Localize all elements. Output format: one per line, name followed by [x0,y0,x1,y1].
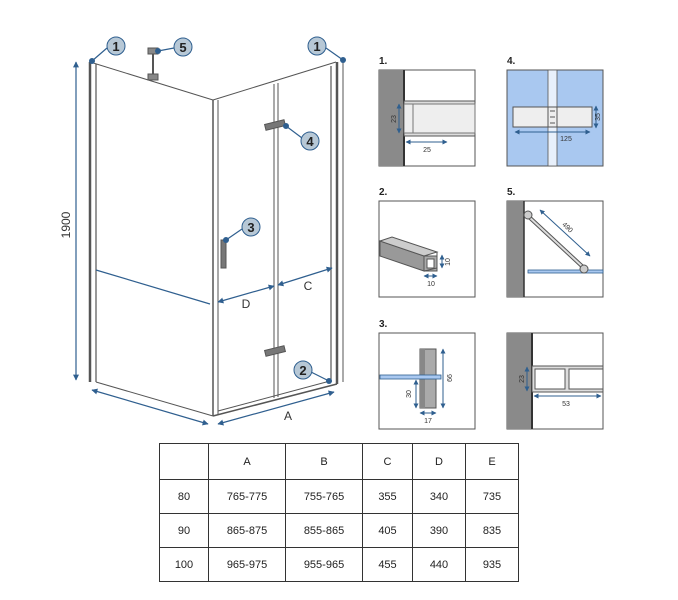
table-header-cell: B [285,443,363,480]
svg-text:23: 23 [519,375,526,383]
table-cell: 935 [465,547,519,582]
table-cell: 835 [465,513,519,548]
width-a-dimension: A [91,388,335,426]
svg-text:1: 1 [112,39,119,54]
svg-text:3.: 3. [379,319,388,330]
table-row: 100 965-975 955-965 455 440 935 [159,547,519,582]
table-cell: 955-965 [285,547,363,582]
height-label: 1900 [59,211,73,238]
table-cell: 865-875 [208,513,286,548]
table-row: 80 765-775 755-765 355 340 735 [159,479,519,514]
callout-2: 2 [293,360,332,384]
svg-text:10: 10 [445,258,452,266]
width-label-c: C [304,279,313,293]
callout-1-right: 1 [307,36,346,63]
table-cell: 90 [159,513,209,548]
table-header-row: A B C D E [159,443,519,480]
table-header-cell: D [412,443,466,480]
svg-text:35: 35 [595,113,602,121]
table-cell: 755-765 [285,479,363,514]
table-cell: 735 [465,479,519,514]
table-cell: 355 [362,479,413,514]
glass-reflection-left [95,269,211,305]
svg-text:25: 25 [423,147,431,154]
svg-text:5.: 5. [507,187,516,198]
width-label-a: A [284,409,292,423]
svg-text:10: 10 [427,281,435,288]
svg-text:2: 2 [299,363,306,378]
detail-panel-1: 1. 23 25 [378,56,476,167]
table-header-cell: E [465,443,519,480]
detail-panel-5: 5. 490 [506,187,604,298]
table-header-cell: C [362,443,413,480]
svg-text:66: 66 [447,374,454,382]
svg-text:1.: 1. [379,56,388,67]
detail-panel-4: 4. 35 125 [506,56,604,167]
bottom-threshold [212,383,338,417]
detail-panel-3: 3. 66 30 17 [378,319,476,430]
table-cell: 340 [412,479,466,514]
detail-panel-6: 23 53 [506,332,604,430]
table-cell: 440 [412,547,466,582]
svg-text:30: 30 [406,390,413,398]
dimensions-table: A B C D E 80 765-775 755-765 355 340 735… [159,443,519,582]
svg-text:53: 53 [562,401,570,408]
svg-text:4.: 4. [507,56,516,67]
table-header-cell [159,443,209,480]
bottom-left-edge [95,381,214,417]
svg-text:1: 1 [313,39,320,54]
callouts: 1 1 2 3 4 5 [89,36,346,384]
table-cell: 100 [159,547,209,582]
table-row: 90 865-875 855-865 405 390 835 [159,513,519,548]
svg-text:125: 125 [560,136,572,143]
table-cell: 855-865 [285,513,363,548]
callout-5: 5 [155,37,193,57]
svg-text:23: 23 [391,115,398,123]
svg-text:3: 3 [247,220,254,235]
svg-text:5: 5 [179,40,186,55]
callout-1-left: 1 [89,36,126,64]
table-cell: 405 [362,513,413,548]
shower-diagram: 1900 A D C 1 1 2 [59,36,604,430]
table-cell: 390 [412,513,466,548]
stabilizer-clamp [147,73,159,81]
detail-panel-2: 2. 10 10 [378,187,476,298]
table-cell: 455 [362,547,413,582]
table-cell: 765-775 [208,479,286,514]
svg-text:4: 4 [306,134,314,149]
table-cell: 965-975 [208,547,286,582]
upper-hinge [263,119,287,131]
top-right-edge [212,61,337,101]
top-left-edge [89,61,214,101]
svg-text:17: 17 [424,418,432,425]
table-header-cell: A [208,443,286,480]
lower-hinge [263,345,287,357]
svg-text:2.: 2. [379,187,388,198]
table-cell: 80 [159,479,209,514]
door-handle [220,239,227,269]
height-dimension: 1900 [59,61,79,381]
callout-4: 4 [283,123,320,151]
width-label-d: D [242,297,251,311]
door-width-dimension: D C [217,266,333,311]
callout-3: 3 [223,217,261,243]
